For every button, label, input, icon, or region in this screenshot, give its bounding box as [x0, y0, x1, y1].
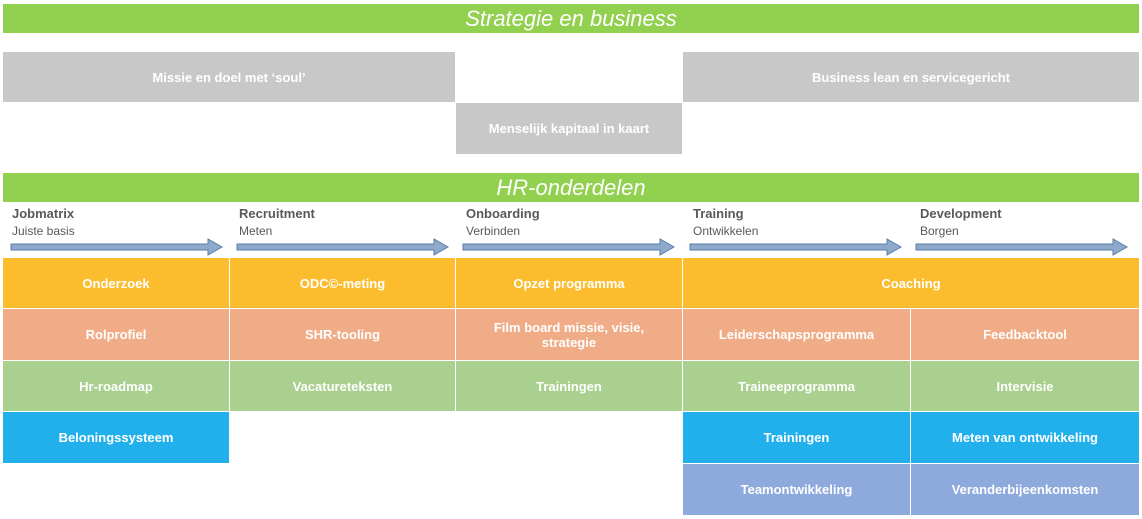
strategy-box-human-capital: Menselijk kapitaal in kaart [456, 103, 682, 154]
cell-intervisie: Intervisie [911, 361, 1139, 411]
cell-beloningssysteem: Beloningssysteem [3, 412, 229, 463]
cell-veranderbijeenkomsten: Veranderbijeenkomsten [911, 464, 1139, 515]
cell-opzet-programma: Opzet programma [456, 258, 682, 308]
phase-arrow-onboarding [462, 238, 676, 256]
cell-leiderschapsprogramma: Leiderschapsprogramma [683, 309, 910, 360]
cell-rolprofiel: Rolprofiel [3, 309, 229, 360]
cell-trainingen-blue: Trainingen [683, 412, 910, 463]
phase-sub-training: Ontwikkelen [693, 224, 759, 238]
phase-title-recruitment: Recruitment [239, 206, 315, 221]
cell-film-board: Film board missie, visie, strategie [456, 309, 682, 360]
phase-sub-jobmatrix: Juiste basis [12, 224, 75, 238]
strategy-box-business-lean: Business lean en servicegericht [683, 52, 1139, 102]
cell-trainingen-green: Trainingen [456, 361, 682, 411]
cell-onderzoek: Onderzoek [3, 258, 229, 308]
phase-title-jobmatrix: Jobmatrix [12, 206, 75, 221]
cell-vacatureteksten: Vacatureteksten [230, 361, 455, 411]
phase-arrow-jobmatrix [10, 238, 224, 256]
phase-title-onboarding: Onboarding [466, 206, 540, 221]
cell-odc-meting: ODC©-meting [230, 258, 455, 308]
phase-sub-onboarding: Verbinden [466, 224, 521, 238]
hr-header: HR-onderdelen [3, 173, 1139, 202]
phase-title-development: Development [920, 206, 1002, 221]
phase-arrow-development [915, 238, 1129, 256]
cell-teamontwikkeling: Teamontwikkeling [683, 464, 910, 515]
cell-meten-van-ontwikkeling: Meten van ontwikkeling [911, 412, 1139, 463]
phase-sub-development: Borgen [920, 224, 959, 238]
phase-arrow-recruitment [236, 238, 450, 256]
cell-hr-roadmap: Hr-roadmap [3, 361, 229, 411]
phase-arrow-training [689, 238, 903, 256]
phase-sub-recruitment: Meten [239, 224, 273, 238]
cell-coaching: Coaching [683, 258, 1139, 308]
cell-feedbacktool: Feedbacktool [911, 309, 1139, 360]
cell-traineeprogramma: Traineeprogramma [683, 361, 910, 411]
strategy-box-mission: Missie en doel met ‘soul’ [3, 52, 455, 102]
cell-shr-tooling: SHR-tooling [230, 309, 455, 360]
strategy-header: Strategie en business [3, 4, 1139, 33]
phase-title-training: Training [693, 206, 744, 221]
